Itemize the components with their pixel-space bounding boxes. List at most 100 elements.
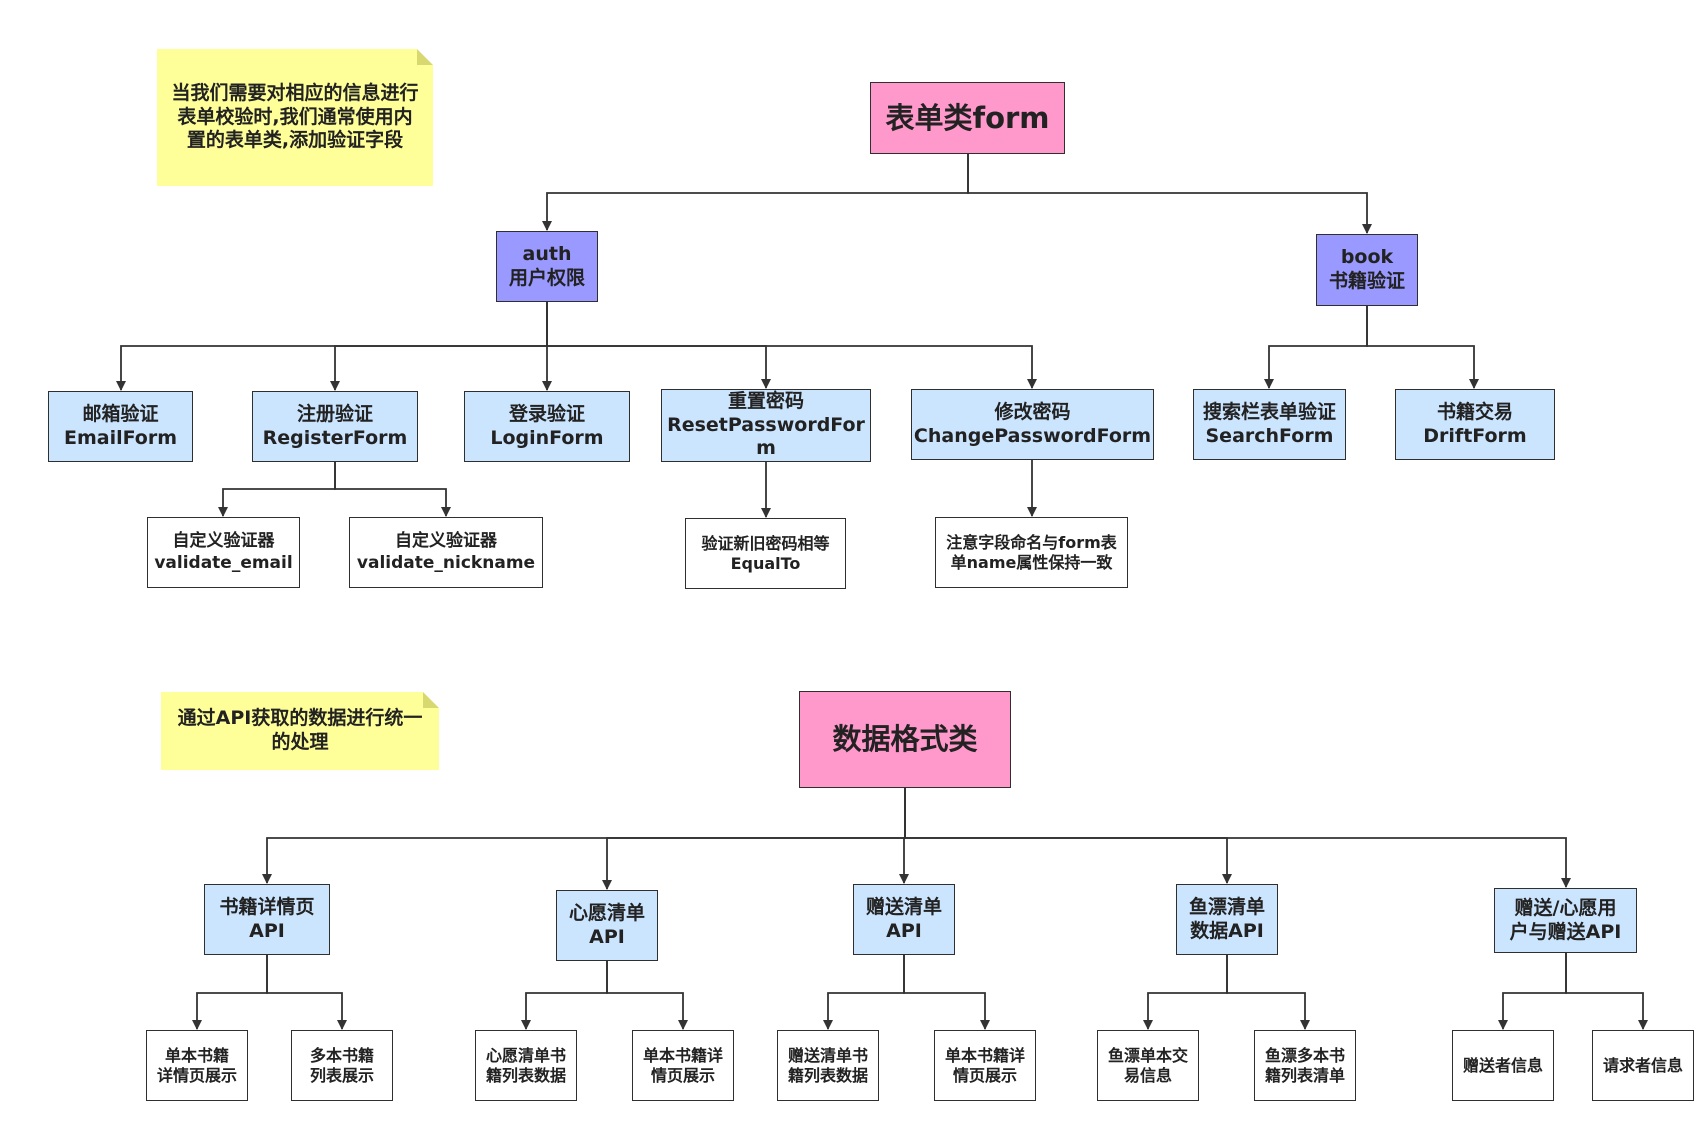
connector-register-to-validate-nickname <box>334 462 451 517</box>
connector-gift-to-gift-single-book <box>903 955 990 1030</box>
giver-info-label: 赠送者信息 <box>1462 1055 1543 1075</box>
drift-multi-list-line1: 鱼漂多本书 <box>1264 1045 1345 1065</box>
validate-email-node: 自定义验证器 validate_email <box>147 517 300 588</box>
multi-book-list-node: 多本书籍 列表展示 <box>291 1030 393 1101</box>
wish-single-book-line2: 情页展示 <box>650 1065 715 1085</box>
connector-form-root-to-auth <box>542 154 969 231</box>
drift-form-node: 书籍交易 DriftForm <box>1395 389 1555 460</box>
gift-list-api-line1: 赠送清单 <box>865 895 942 918</box>
change-password-label-zh: 修改密码 <box>994 400 1071 423</box>
reset-password-label-zh: 重置密码 <box>727 389 804 412</box>
book-detail-api-node: 书籍详情页 API <box>204 884 330 955</box>
data-root-node: 数据格式类 <box>799 691 1011 788</box>
book-detail-api-line1: 书籍详情页 <box>219 895 315 918</box>
drift-single-trade-node: 鱼漂单本交 易信息 <box>1097 1030 1199 1101</box>
change-password-label-en: ChangePasswordForm <box>913 424 1152 447</box>
drift-form-label-en: DriftForm <box>1423 424 1527 447</box>
connector-auth-to-register-form <box>330 302 548 391</box>
validate-email-label-zh: 自定义验证器 <box>172 531 275 552</box>
login-form-node: 登录验证 LoginForm <box>464 391 630 462</box>
form-note-text: 当我们需要对相应的信息进行表单校验时,我们通常使用内置的表单类,添加验证字段 <box>171 81 419 152</box>
reset-password-label-wrap: m <box>756 437 776 460</box>
gift-single-book-line2: 情页展示 <box>952 1065 1017 1085</box>
requester-info-node: 请求者信息 <box>1592 1030 1694 1101</box>
drift-single-trade-line2: 易信息 <box>1123 1065 1172 1085</box>
equal-to-node: 验证新旧密码相等 EqualTo <box>685 518 846 589</box>
connector-wish-to-wish-book-list <box>521 961 608 1030</box>
connector-data-root-to-user-api <box>904 788 1571 888</box>
auth-label-zh: 用户权限 <box>508 266 585 289</box>
multi-book-list-line2: 列表展示 <box>309 1065 374 1085</box>
book-label-en: book <box>1340 246 1394 269</box>
connector-auth-to-reset-password-form <box>546 302 771 389</box>
reset-password-label-en: ResetPasswordFor <box>667 413 865 436</box>
data-note: 通过API获取的数据进行统一的处理 <box>161 692 439 770</box>
form-root-node: 表单类form <box>870 82 1065 154</box>
wish-book-list-line2: 籍列表数据 <box>485 1065 566 1085</box>
wish-book-list-line1: 心愿清单书 <box>485 1045 566 1065</box>
giver-info-node: 赠送者信息 <box>1452 1030 1554 1101</box>
wish-single-book-node: 单本书籍详 情页展示 <box>632 1030 734 1101</box>
data-root-label: 数据格式类 <box>832 722 978 757</box>
validate-nickname-label-en: validate_nickname <box>356 552 536 573</box>
validate-email-label-en: validate_email <box>154 552 293 573</box>
requester-info-label: 请求者信息 <box>1602 1055 1683 1075</box>
note-fold <box>423 692 439 708</box>
connector-data-root-to-drift-list <box>904 788 1232 884</box>
connector-drift-to-drift-single-trade <box>1143 955 1228 1030</box>
connector-user-api-to-requester-info <box>1565 953 1648 1030</box>
connector-auth-to-change-password-form <box>546 302 1037 389</box>
data-note-text: 通过API获取的数据进行统一的处理 <box>177 707 423 753</box>
book-node: book 书籍验证 <box>1316 234 1418 306</box>
book-label-zh: 书籍验证 <box>1328 270 1405 292</box>
drift-form-label-zh: 书籍交易 <box>1436 400 1513 423</box>
user-api-line2: 户与赠送API <box>1509 920 1622 943</box>
connector-book-to-drift-form <box>1366 306 1479 389</box>
single-book-detail-line1: 单本书籍 <box>164 1045 229 1065</box>
wish-list-api-line1: 心愿清单 <box>568 901 645 924</box>
equal-to-label-zh: 验证新旧密码相等 <box>701 533 830 553</box>
wish-list-api-line2: API <box>589 925 625 948</box>
connector-book-detail-to-single-book <box>192 955 268 1030</box>
user-api-line1: 赠送/心愿用 <box>1514 896 1617 919</box>
field-naming-note-line1: 注意字段命名与form表 <box>946 532 1117 552</box>
gift-book-list-line1: 赠送清单书 <box>787 1045 868 1065</box>
multi-book-list-line1: 多本书籍 <box>309 1045 374 1065</box>
single-book-detail-line2: 详情页展示 <box>156 1065 237 1085</box>
connector-book-detail-to-multi-book <box>266 955 347 1030</box>
connector-data-root-to-wish-list <box>602 788 906 890</box>
gift-list-api-node: 赠送清单 API <box>853 884 955 955</box>
validate-nickname-node: 自定义验证器 validate_nickname <box>349 517 543 588</box>
register-form-label-zh: 注册验证 <box>296 402 373 425</box>
validate-nickname-label-zh: 自定义验证器 <box>395 531 497 552</box>
note-fold <box>417 49 433 65</box>
connector-form-root-to-book <box>967 154 1372 234</box>
field-naming-note-line2: 单name属性保持一致 <box>950 552 1113 572</box>
field-naming-note-node: 注意字段命名与form表 单name属性保持一致 <box>935 517 1128 588</box>
search-form-node: 搜索栏表单验证 SearchForm <box>1193 389 1346 460</box>
auth-label-en: auth <box>522 242 572 265</box>
drift-list-api-node: 鱼漂清单 数据API <box>1176 884 1278 955</box>
drift-list-api-line2: 数据API <box>1190 919 1264 942</box>
change-password-form-node: 修改密码 ChangePasswordForm <box>911 389 1154 460</box>
connector-drift-to-drift-multi-list <box>1226 955 1310 1030</box>
email-form-label-en: EmailForm <box>63 426 178 449</box>
register-form-label-en: RegisterForm <box>262 426 408 449</box>
reset-password-form-node: 重置密码 ResetPasswordFor m <box>661 389 871 462</box>
form-note: 当我们需要对相应的信息进行表单校验时,我们通常使用内置的表单类,添加验证字段 <box>157 49 433 186</box>
wish-list-api-node: 心愿清单 API <box>556 890 658 961</box>
connector-gift-to-gift-book-list <box>823 955 905 1030</box>
book-detail-api-line2: API <box>249 919 285 942</box>
connector-user-api-to-giver-info <box>1498 953 1567 1030</box>
gift-book-list-node: 赠送清单书 籍列表数据 <box>777 1030 879 1101</box>
connector-wish-to-wish-single-book <box>606 961 688 1030</box>
equal-to-label-en: EqualTo <box>730 553 801 573</box>
wish-book-list-node: 心愿清单书 籍列表数据 <box>475 1030 577 1101</box>
auth-node: auth 用户权限 <box>496 231 598 302</box>
email-form-node: 邮箱验证 EmailForm <box>48 391 193 462</box>
login-form-label-zh: 登录验证 <box>508 402 585 425</box>
wish-single-book-line1: 单本书籍详 <box>642 1045 723 1065</box>
gift-single-book-line1: 单本书籍详 <box>944 1045 1025 1065</box>
